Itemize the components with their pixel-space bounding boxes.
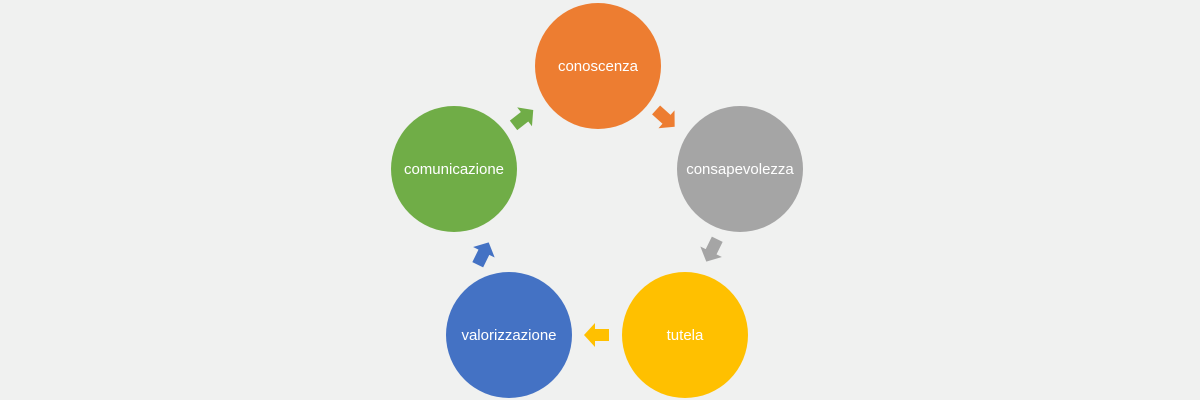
node-consapevolezza-label: consapevolezza: [686, 160, 794, 178]
node-valorizzazione: valorizzazione: [446, 272, 572, 398]
arrow-consapevolezza-to-tutela: [700, 236, 723, 262]
node-comunicazione: comunicazione: [391, 106, 517, 232]
node-valorizzazione-label: valorizzazione: [461, 326, 557, 344]
node-conoscenza-label: conoscenza: [557, 57, 639, 75]
arrow-conoscenza-to-consapevolezza: [652, 105, 675, 129]
node-comunicazione-label: comunicazione: [403, 160, 505, 178]
arrow-tutela-to-valorizzazione: [584, 323, 609, 347]
node-consapevolezza: consapevolezza: [677, 106, 803, 232]
arrow-valorizzazione-to-comunicazione: [472, 242, 495, 268]
node-tutela-label: tutela: [666, 326, 704, 344]
arrow-comunicazione-to-conoscenza: [509, 107, 534, 131]
node-tutela: tutela: [622, 272, 748, 398]
node-conoscenza: conoscenza: [535, 3, 661, 129]
